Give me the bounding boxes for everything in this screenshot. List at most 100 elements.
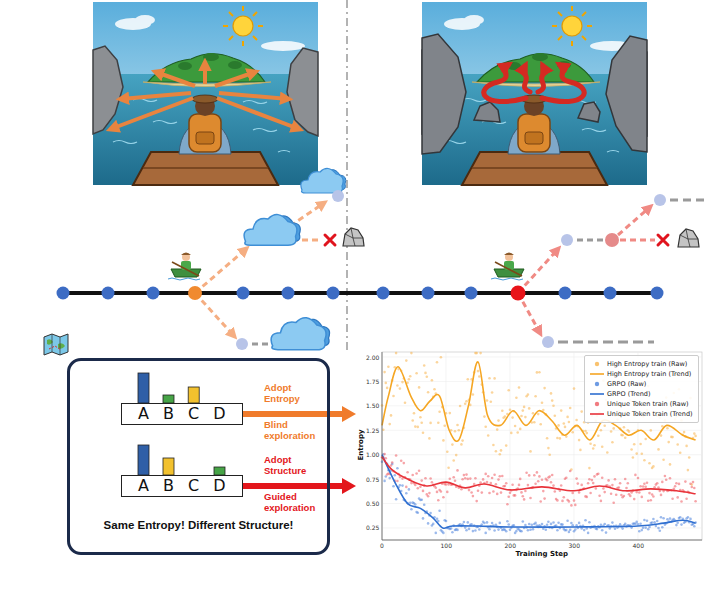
raw-point: [497, 478, 500, 481]
raw-point: [446, 491, 449, 494]
guided-branches: [620, 239, 655, 242]
raw-point: [646, 520, 649, 523]
raw-point: [620, 494, 623, 497]
raw-point: [629, 495, 632, 498]
raw-point: [523, 406, 526, 409]
raw-point: [499, 475, 502, 478]
raw-point: [405, 486, 408, 489]
cloud-icon: [301, 168, 346, 193]
legend-line: [590, 373, 604, 375]
raw-point: [569, 528, 572, 531]
raw-point: [679, 452, 682, 455]
raw-point: [491, 522, 494, 525]
raw-point: [596, 528, 599, 531]
probability-bar: [163, 395, 174, 403]
raw-point: [385, 457, 388, 460]
legend-sample: [590, 370, 604, 378]
raw-point: [460, 443, 463, 446]
blind-branches: [195, 203, 324, 336]
axis-title: Entropy: [357, 430, 365, 461]
legend-row: Unique Token train (Trend): [590, 409, 693, 419]
raw-point: [600, 500, 603, 503]
raw-point: [648, 526, 651, 529]
raw-point: [417, 512, 420, 515]
raw-point: [669, 477, 672, 480]
raw-point: [442, 496, 445, 499]
raw-point: [468, 528, 471, 531]
raw-point: [492, 490, 495, 493]
raw-point: [575, 477, 578, 480]
raw-point: [575, 419, 578, 422]
raw-point: [632, 456, 635, 459]
raw-point: [674, 485, 677, 488]
raw-point: [507, 389, 510, 392]
x-tick-label: 300: [569, 542, 580, 549]
raw-point: [463, 474, 466, 477]
raw-point: [464, 403, 467, 406]
raw-point: [680, 500, 683, 503]
raw-point: [603, 523, 606, 526]
raw-point: [532, 528, 535, 531]
raw-point: [533, 421, 536, 424]
raw-point: [619, 482, 622, 485]
raw-point: [662, 517, 665, 520]
guided-arrows: [538, 66, 546, 92]
raw-point: [648, 492, 651, 495]
raw-point: [571, 431, 574, 434]
raw-point: [607, 479, 610, 482]
raw-point: [467, 478, 470, 481]
legend-dot: [595, 402, 599, 406]
blind-arrows: [203, 63, 207, 84]
raw-point: [383, 453, 386, 456]
raw-point: [603, 425, 606, 428]
raw-point: [386, 387, 389, 390]
raw-point: [693, 487, 696, 490]
raw-point: [390, 464, 393, 467]
raw-point: [518, 386, 521, 389]
raw-point: [641, 496, 644, 499]
raw-point: [644, 438, 647, 441]
raw-point: [461, 478, 464, 481]
raw-point: [487, 475, 490, 478]
raw-point: [618, 486, 621, 489]
raw-point: [664, 475, 667, 478]
raw-point: [460, 488, 463, 491]
raw-point: [637, 523, 640, 526]
raw-point: [662, 459, 665, 462]
raw-point: [586, 496, 589, 499]
raw-point: [541, 401, 544, 404]
probability-bar: [138, 373, 149, 403]
raw-point: [570, 504, 573, 507]
raw-point: [566, 416, 569, 419]
raw-point: [560, 409, 563, 412]
raw-point: [500, 449, 503, 452]
raw-point: [646, 482, 649, 485]
raw-point: [493, 377, 496, 380]
legend-row: Unique Token train (Raw): [590, 399, 693, 409]
raw-point: [410, 508, 413, 511]
raw-point: [404, 401, 407, 404]
panel-caption: Same Entropy! Different Structure!: [70, 519, 327, 531]
raw-point: [417, 487, 420, 490]
raw-point: [554, 490, 557, 493]
raw-point: [436, 518, 439, 521]
raw-point: [541, 479, 544, 482]
raw-point: [692, 481, 695, 484]
raw-point: [497, 419, 500, 422]
raw-point: [445, 483, 448, 486]
raw-point: [519, 428, 522, 431]
raw-point: [533, 474, 536, 477]
raw-point: [409, 502, 412, 505]
raw-point: [528, 474, 531, 477]
grid-line: [446, 352, 447, 540]
timeline: [422, 287, 435, 300]
legend-sample: [590, 360, 604, 368]
raw-point: [523, 498, 526, 501]
raw-point: [484, 473, 487, 476]
raw-point: [676, 522, 679, 525]
raw-point: [461, 439, 464, 442]
raw-point: [554, 414, 557, 417]
raw-point: [484, 426, 487, 429]
grid-line: [574, 352, 575, 540]
